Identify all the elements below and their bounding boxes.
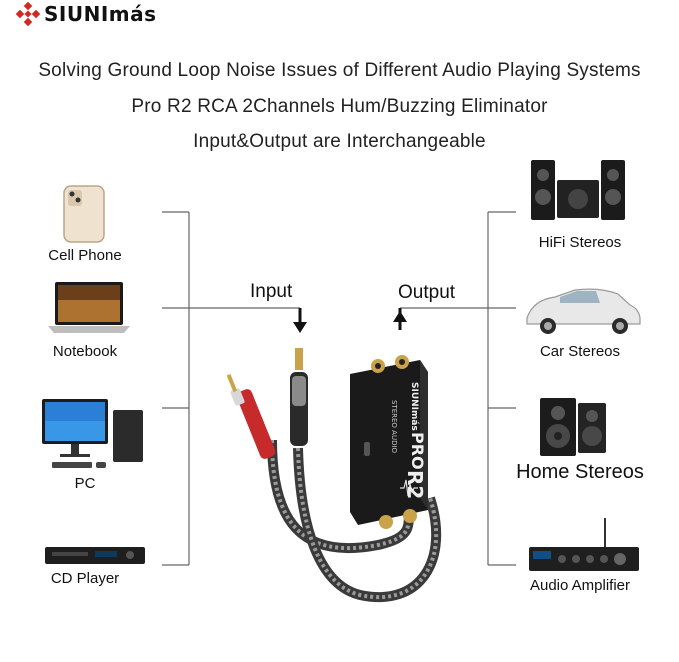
output-flow-label: Output xyxy=(398,282,456,303)
input-arrow-icon xyxy=(293,308,307,333)
input-label-cell-phone: Cell Phone xyxy=(48,247,122,264)
input-connector-lines xyxy=(162,211,300,566)
cd-player-image xyxy=(45,547,145,564)
hifi-stereos-image xyxy=(531,160,625,220)
pc-image xyxy=(42,399,143,468)
headline-line-2: Pro R2 RCA 2Channels Hum/Buzzing Elimina… xyxy=(131,96,548,117)
input-label-notebook: Notebook xyxy=(52,343,118,360)
car-stereos-image xyxy=(526,288,641,334)
output-label-hifi-stereos: HiFi Stereos xyxy=(538,234,622,251)
output-label-audio-amplifier: Audio Amplifier xyxy=(529,577,631,594)
input-flow-label: Input xyxy=(250,281,293,302)
headline-line-1: Solving Ground Loop Noise Issues of Diff… xyxy=(38,60,641,81)
notebook-image xyxy=(48,282,130,333)
input-label-cd-player: CD Player xyxy=(50,570,120,587)
device-model-text: R2 xyxy=(403,470,427,499)
audio-amplifier-image xyxy=(529,518,639,571)
diamond-logo-icon xyxy=(16,2,40,26)
brand-logo: SIUNImás xyxy=(16,2,157,26)
brand-name: SIUNImás xyxy=(44,2,157,26)
cell-phone-image xyxy=(63,185,105,243)
hum-eliminator-device-image xyxy=(350,355,428,529)
output-arrow-icon xyxy=(393,308,407,330)
output-label-home-stereos: Home Stereos xyxy=(516,461,644,483)
device-brand-text: SIUNImás xyxy=(409,382,419,431)
headline-line-3: Input&Output are Interchangeable xyxy=(193,131,486,152)
input-label-pc: PC xyxy=(74,475,96,492)
device-sub-text: STEREO AUDIO xyxy=(390,400,398,454)
device-model-line-text: PRO xyxy=(408,432,427,470)
output-connector-lines xyxy=(400,211,516,566)
output-label-car-stereos: Car Stereos xyxy=(539,343,621,360)
home-stereos-image xyxy=(540,398,606,456)
